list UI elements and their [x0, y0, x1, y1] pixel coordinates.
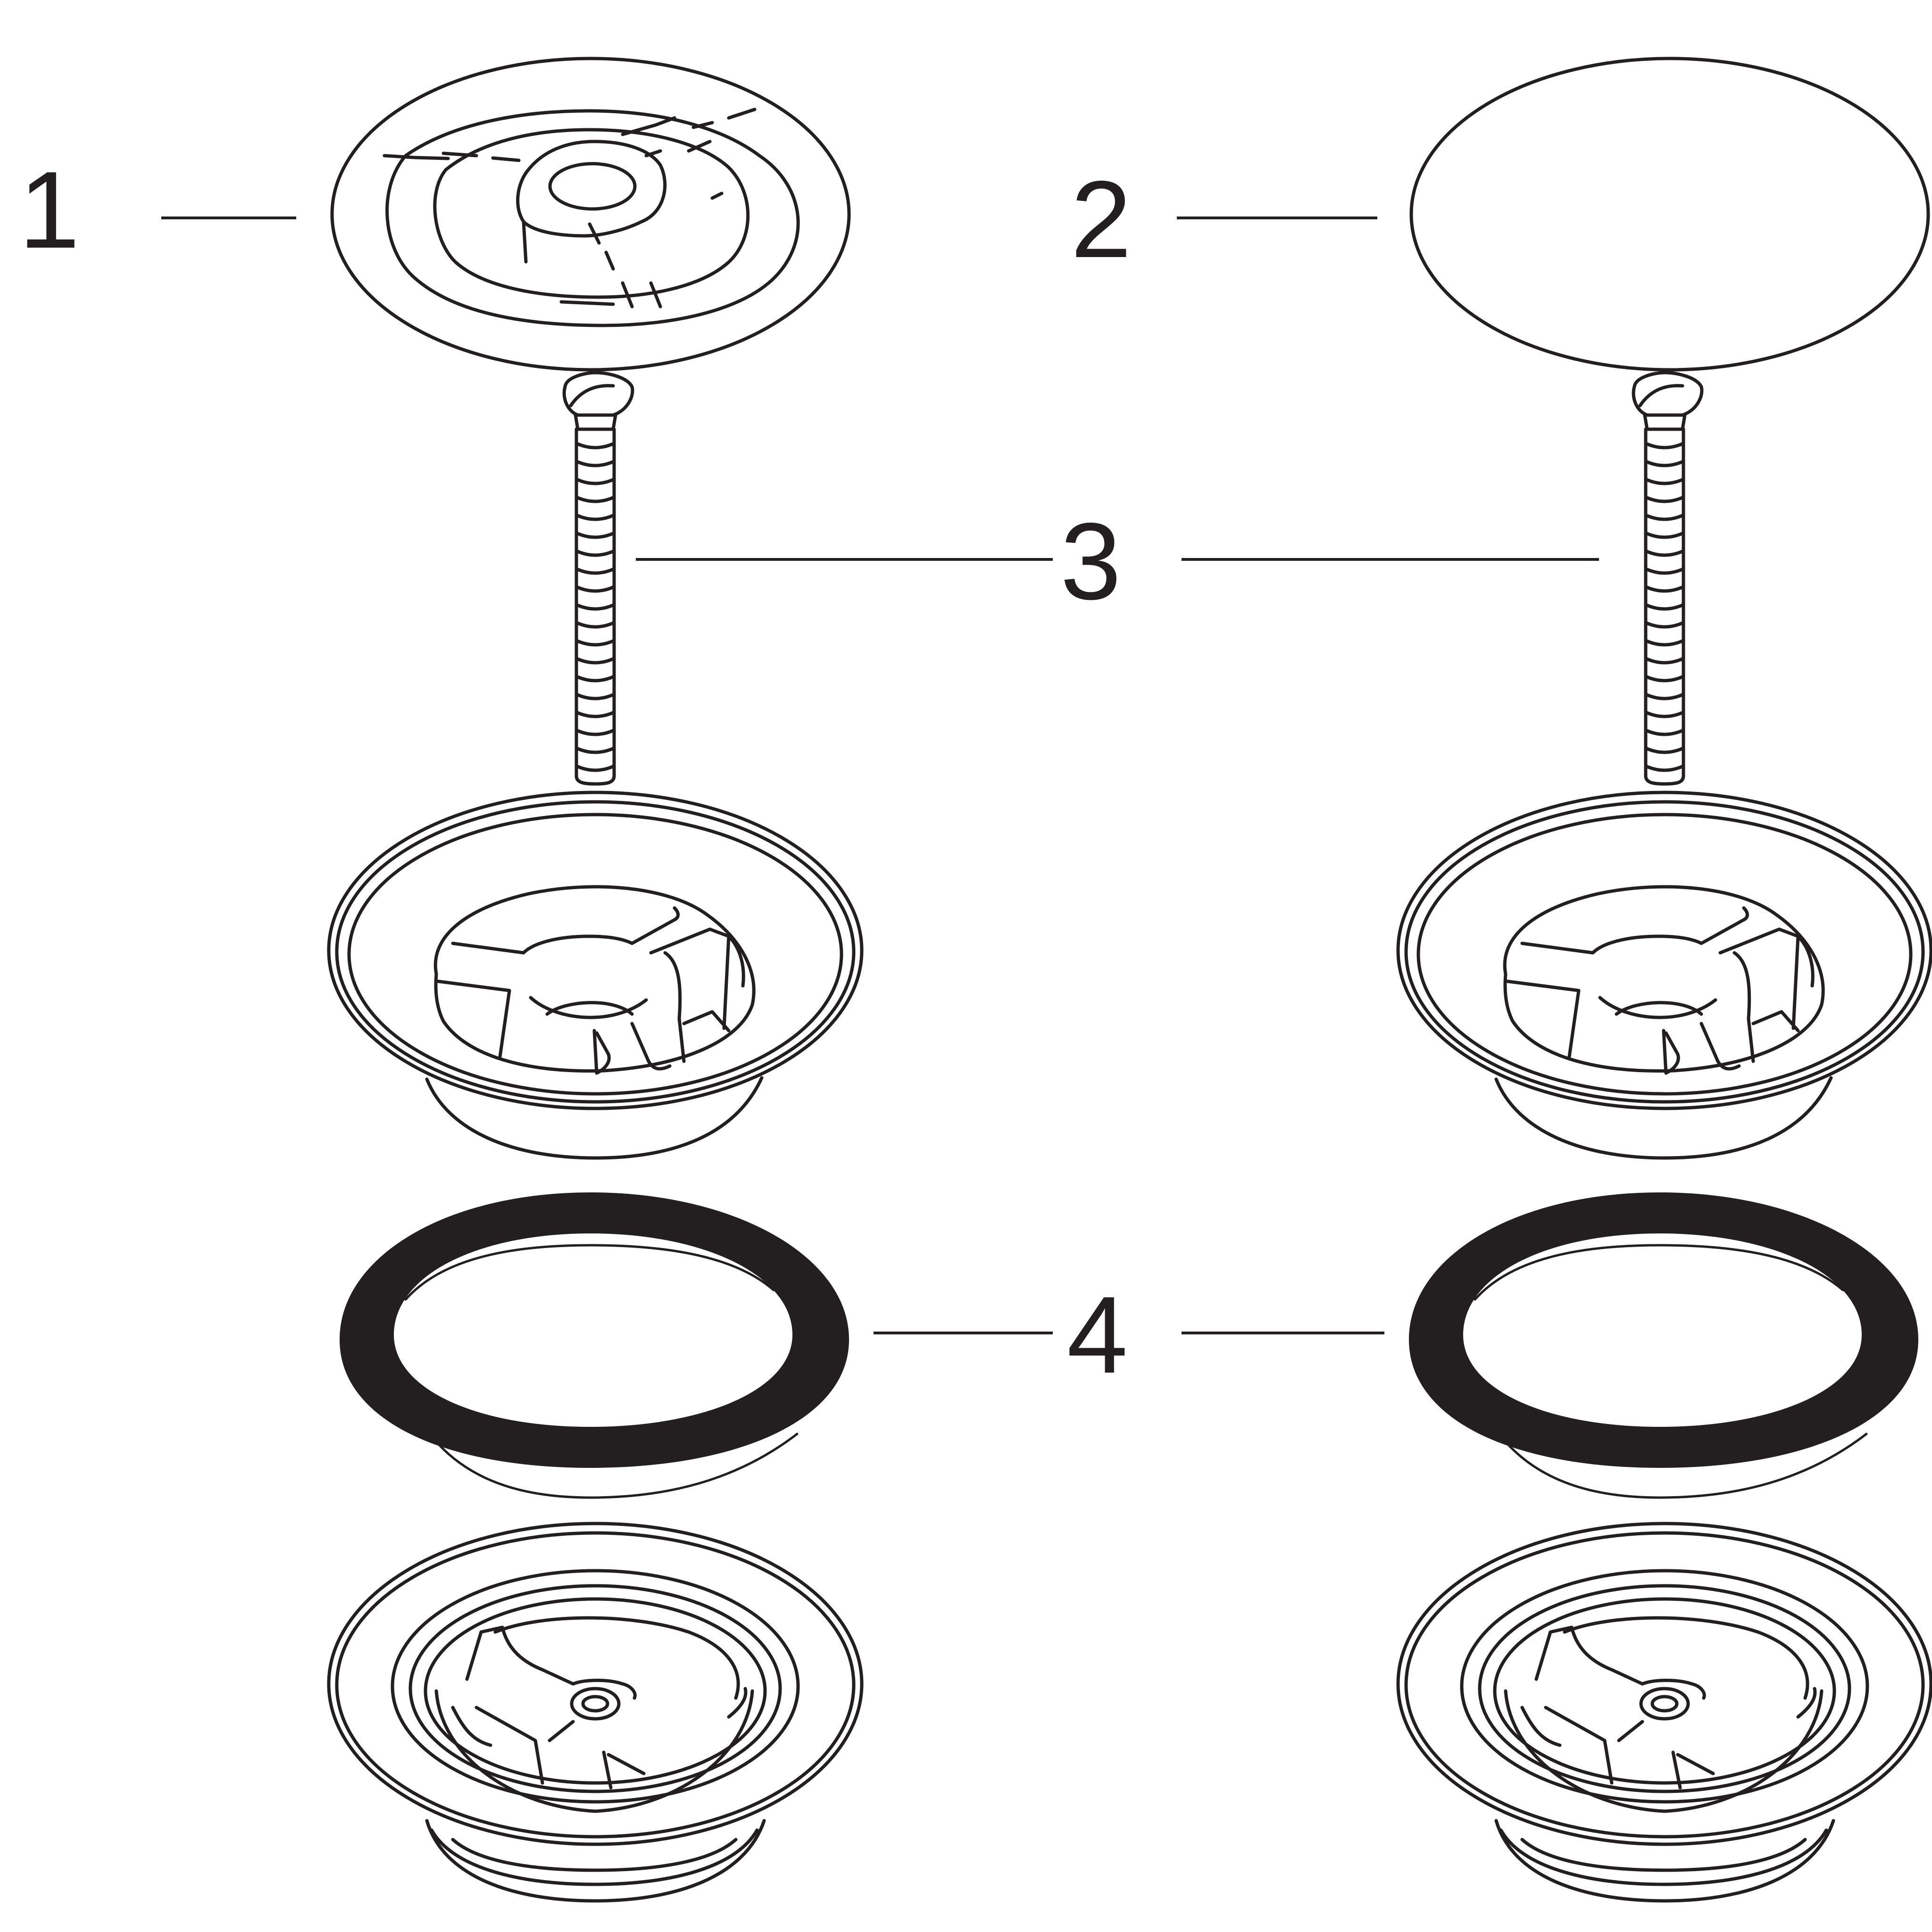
gasket-ring-right [1409, 1192, 1918, 1499]
sink-strainer-body-right [1396, 1522, 1932, 1903]
strainer-basket-left [327, 791, 864, 1160]
callout-1: 1 [19, 149, 80, 271]
plug-cap-solid [1409, 57, 1930, 372]
callout-2: 2 [1071, 158, 1132, 281]
callout-3: 3 [1060, 500, 1121, 623]
strainer-basket-right [1396, 791, 1932, 1160]
screw-right [1632, 371, 1704, 786]
strainer-cap-slotted [330, 57, 851, 372]
sink-strainer-body-left [327, 1522, 864, 1903]
callout-4: 4 [1067, 1274, 1128, 1396]
leader-lines [161, 217, 1599, 1334]
gasket-ring-left [340, 1192, 849, 1499]
screw-left [562, 371, 634, 786]
